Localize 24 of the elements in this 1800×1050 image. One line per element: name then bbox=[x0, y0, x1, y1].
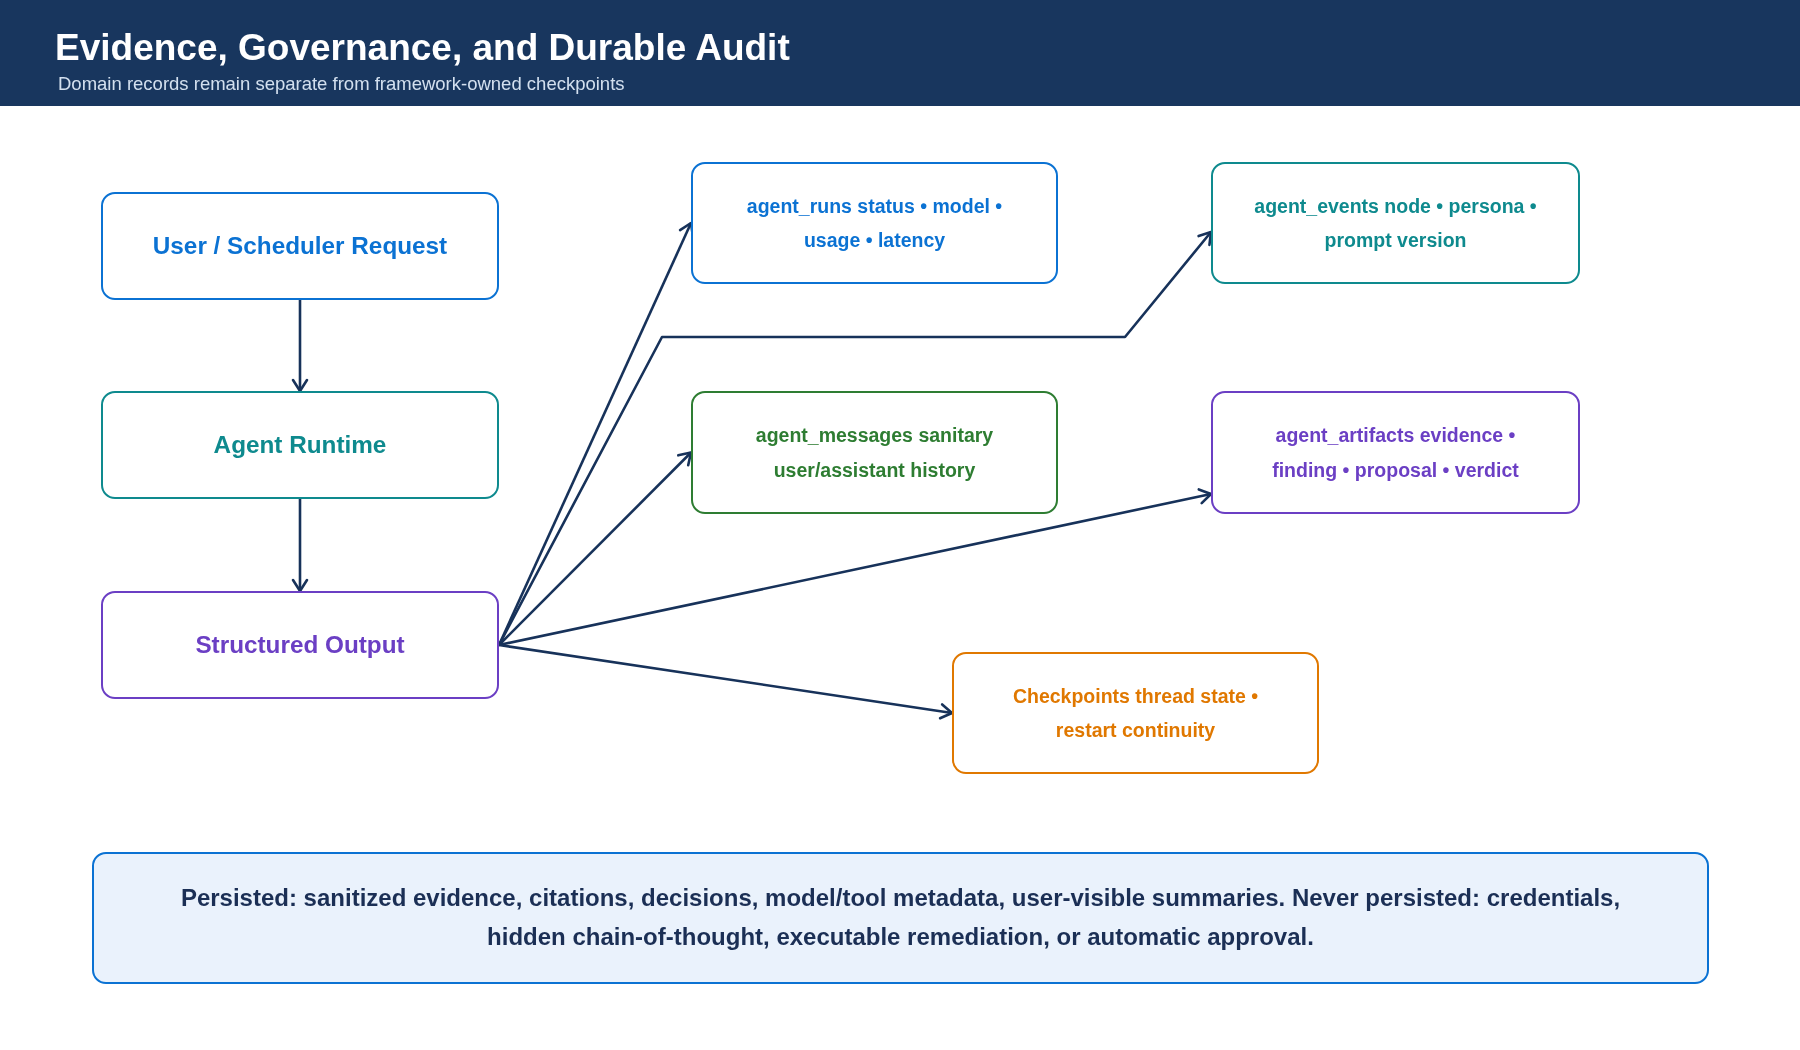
arrow bbox=[291, 300, 309, 393]
record-box bbox=[1211, 391, 1580, 514]
arrow bbox=[498, 643, 954, 720]
node-label: agent_runs status • model • usage • latency bbox=[745, 193, 1004, 253]
diagram-title: Evidence, Governance, and Durable Audit bbox=[55, 28, 790, 69]
process-box bbox=[101, 391, 499, 499]
note-text: Persisted: sanitized evidence, citations, decisions, model/tool metadata, user-visible summaries. Never persisted: credentials, hidden chain-of-thought, executable remediation, or automatic approval. bbox=[179, 883, 1622, 952]
record-box bbox=[1211, 162, 1580, 284]
process-box bbox=[101, 192, 499, 300]
node-label: Checkpoints thread state • restart continuity bbox=[1011, 683, 1260, 743]
node-label: agent_events node • persona • prompt version bbox=[1253, 193, 1538, 253]
record-box bbox=[691, 391, 1058, 514]
record-box bbox=[952, 652, 1319, 774]
node-label: User / Scheduler Request bbox=[152, 231, 448, 262]
arrow bbox=[291, 499, 309, 593]
subtitle: Domain records remain separate from framework-owned checkpoints bbox=[58, 73, 625, 96]
arrow bbox=[498, 488, 1213, 647]
note-box bbox=[92, 852, 1709, 984]
node-label: agent_messages sanitary user/assistant history bbox=[754, 423, 995, 483]
record-box bbox=[691, 162, 1058, 284]
node-label: Agent Runtime bbox=[213, 430, 387, 461]
process-box bbox=[101, 591, 499, 699]
node-label: agent_artifacts evidence • finding • proposal • verdict bbox=[1271, 423, 1520, 483]
node-label: Structured Output bbox=[195, 630, 405, 661]
